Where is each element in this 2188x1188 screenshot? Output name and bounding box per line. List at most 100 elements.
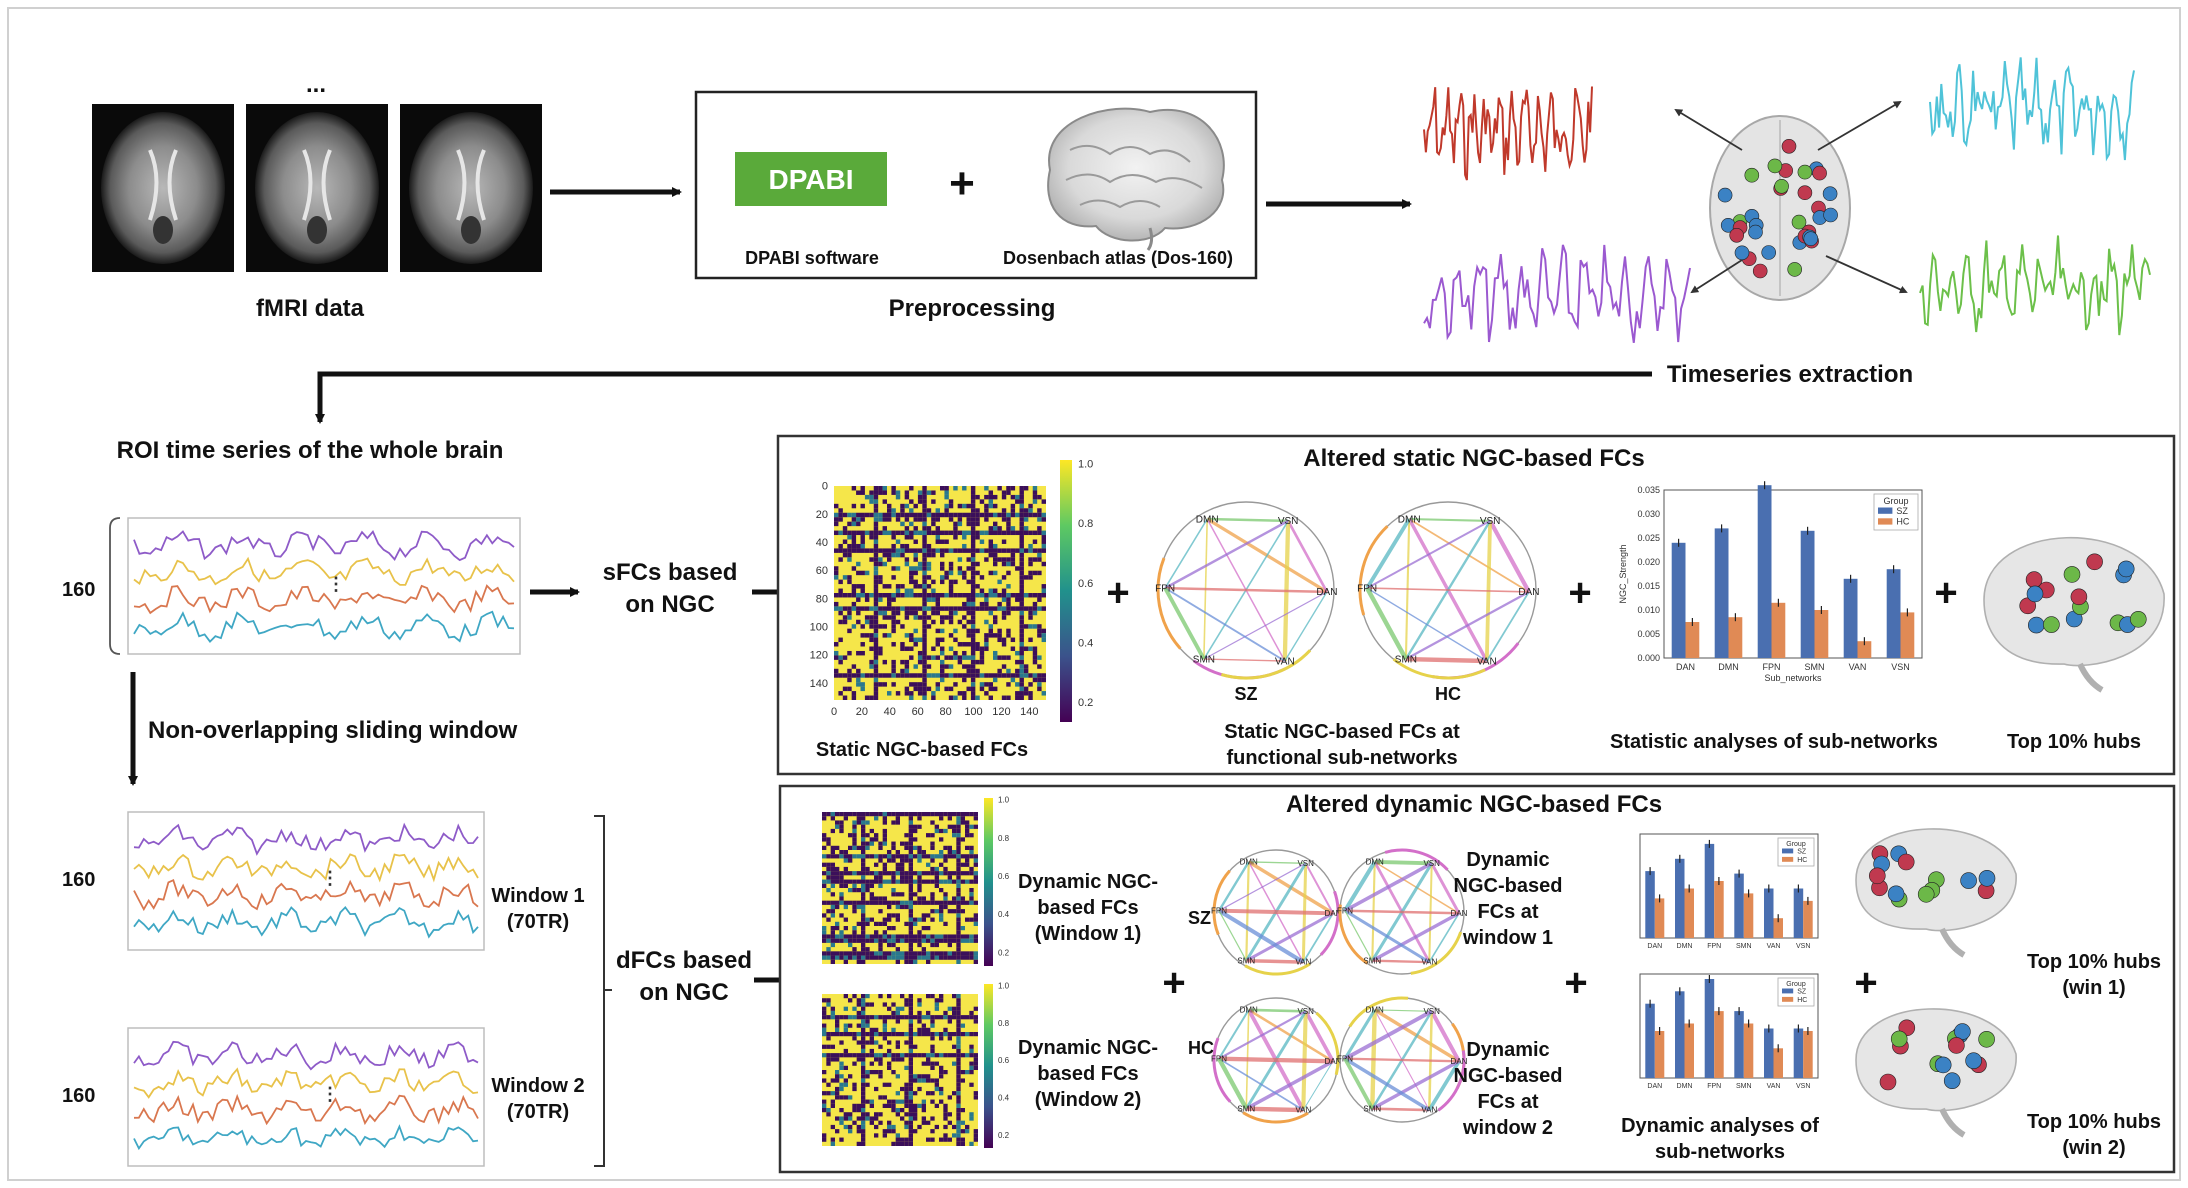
network-node-label: DMN [1240, 1006, 1258, 1015]
colorbar-tick: 1.0 [998, 982, 1010, 991]
network-node-label: VAN [1295, 958, 1311, 967]
network-edge [1371, 1059, 1460, 1111]
window-1-label: Window 1 [491, 885, 584, 907]
bar-hc-van [1773, 918, 1783, 938]
arrow-brain-cyan [1817, 100, 1902, 151]
matrix-y-tick: 40 [816, 537, 828, 549]
dyn-net-win1-caption-2: NGC-based [1454, 875, 1563, 897]
colorbar-tick: 0.4 [998, 910, 1010, 919]
legend-label: SZ [1896, 506, 1908, 516]
chart-y-tick: 0.005 [1637, 629, 1660, 639]
arrow-brain-green [1825, 255, 1908, 294]
dyn-net-win2-caption-2: NGC-based [1454, 1065, 1563, 1087]
dyn-win2-caption-2: based FCs [1037, 1063, 1138, 1085]
dyn-network-hc-label: HC [1188, 1038, 1214, 1058]
network-node-label: VAN [1295, 1106, 1311, 1115]
network-edge [1217, 908, 1305, 964]
matrix-y-tick: 120 [810, 650, 828, 662]
hub-node [2043, 616, 2060, 633]
colorbar-tick: 0.6 [998, 1056, 1010, 1065]
network-node-label: VAN [1275, 656, 1295, 667]
hub-node [1943, 1072, 1961, 1089]
network-node-label: FPN [1337, 1054, 1353, 1063]
roi-count-window-2: 160 [62, 1085, 95, 1107]
network-node-label: FPN [1211, 906, 1227, 915]
dynamic-panel: Altered dynamic NGC-based FCs 1.00.80.60… [778, 784, 2176, 1174]
bar-hc-vsn [1803, 900, 1813, 938]
bar-hc-vsn [1900, 612, 1915, 658]
network-edge [1430, 862, 1461, 915]
network-edge [1207, 517, 1289, 523]
network-edge [1302, 912, 1334, 963]
network-edge [1343, 1057, 1374, 1110]
legend-swatch [1782, 856, 1794, 862]
bar-sz-van [1843, 578, 1858, 658]
network-edge [1218, 1009, 1250, 1060]
network-edge [1344, 909, 1460, 915]
dynamic-matrix-window-2: 1.00.80.60.40.2 [822, 982, 1010, 1148]
network-edge [1302, 1061, 1334, 1111]
network-edge [1286, 520, 1329, 593]
network-edge [1427, 1060, 1461, 1112]
legend-swatch [1878, 518, 1893, 525]
network-edge [1365, 587, 1408, 661]
hub-node [1960, 872, 1977, 889]
matrix-x-tick: 100 [964, 706, 982, 718]
chart-legend-title: Group [1786, 981, 1806, 988]
network-edge [1374, 1009, 1432, 1012]
timeseries-green [1919, 235, 2151, 336]
bar-hc-dmn [1684, 1023, 1694, 1078]
bar-sz-dmn [1714, 528, 1729, 658]
dynamic-hubs: Top 10% hubs (win 1) Top 10% hubs (win 2… [1855, 828, 2161, 1159]
legend-swatch [1782, 996, 1794, 1002]
chart-y-tick: 0.035 [1637, 485, 1660, 495]
colorbar-tick: 1.0 [1078, 459, 1093, 471]
network-edge [1486, 591, 1530, 662]
roi-dots-window-1: ⋮ [321, 868, 339, 888]
dyn-net-win2-caption-3: FCs at [1477, 1091, 1538, 1113]
matrix-x-tick: 60 [912, 706, 924, 718]
chart-x-tick: VAN [1767, 943, 1781, 950]
bar-sz-vsn [1886, 569, 1901, 658]
colorbar-tick: 0.6 [998, 872, 1010, 881]
network-node-label: DAN [1316, 587, 1337, 598]
dynamic-colorbar-2 [984, 984, 993, 1148]
bar-sz-fpn [1757, 485, 1772, 658]
hub-node [1948, 1037, 1965, 1054]
hub-brain-stem [1939, 1107, 1966, 1138]
network-edge [1365, 517, 1411, 590]
plus-dynamic-2: + [1564, 961, 1587, 1005]
network-edge [1372, 1107, 1430, 1112]
network-edge [1429, 1010, 1461, 1063]
network-node-label: DAN [1325, 1057, 1342, 1066]
hub-node [2117, 560, 2135, 578]
network-edge [1164, 518, 1208, 589]
bar-hc-fpn [1714, 881, 1724, 938]
hub-node [1897, 853, 1915, 871]
network-node-label: VAN [1421, 958, 1437, 967]
dyn-win2-caption-1: Dynamic NGC- [1018, 1037, 1158, 1059]
network-node-label: DAN [1451, 1057, 1468, 1066]
timeseries-extraction-label: Timeseries extraction [1667, 361, 1913, 388]
hub-node [2026, 585, 2044, 603]
static-panel-title: Altered static NGC-based FCs [1303, 445, 1644, 472]
preprocessing-label: Preprocessing [889, 295, 1056, 322]
bar-hc-fpn [1714, 1011, 1724, 1078]
network-node-label: DAN [1518, 587, 1539, 598]
hub-node [1978, 1031, 1995, 1048]
dyn-win1-caption-2: based FCs [1037, 897, 1138, 919]
dfc-label-line1: dFCs based [616, 947, 752, 974]
network-edge [1488, 519, 1531, 593]
sliding-window-label: Non-overlapping sliding window [148, 717, 518, 744]
network-node-label: VSN [1297, 1007, 1314, 1016]
roi-signal-line [133, 1093, 479, 1126]
static-panel: Altered static NGC-based FCs 00202040406… [776, 434, 2176, 776]
network-edge [1246, 1106, 1304, 1113]
windows-bracket [594, 815, 612, 1167]
chart-x-tick: DAN [1676, 662, 1695, 672]
colorbar-tick: 0.2 [998, 1131, 1010, 1140]
bar-hc-smn [1743, 893, 1754, 938]
brain-node [1752, 263, 1768, 279]
